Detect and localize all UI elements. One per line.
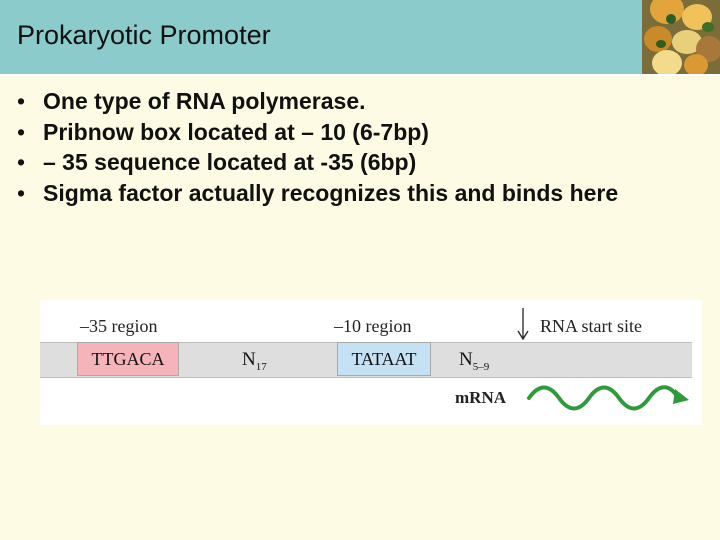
title-bar [0, 0, 720, 74]
bullet-item: • Sigma factor actually recognizes this a… [17, 178, 697, 209]
promoter-diagram: –35 region –10 region RNA start site TTG… [40, 300, 702, 425]
bullet-dot: • [17, 179, 26, 206]
bullet-dot: • [17, 88, 26, 114]
n17-base: N [242, 349, 256, 370]
bullet-item: • – 35 sequence located at -35 (6bp) [17, 147, 697, 178]
title-divider [0, 74, 720, 76]
n59-base: N [459, 349, 473, 370]
bullet-dot: • [17, 118, 26, 145]
slide-title: Prokaryotic Promoter [17, 20, 271, 50]
n59-subscript: 5–9 [472, 360, 490, 373]
bullet-dot: • [17, 149, 26, 175]
n5-9-spacer-label: N5–9 [459, 349, 489, 373]
wavy-arrow-icon [527, 385, 689, 411]
bullet-text: – 35 sequence located at -35 (6bp) [43, 149, 417, 175]
region-10-label: –10 region [334, 316, 412, 336]
corner-decorative-image [642, 0, 720, 74]
bullet-text: Sigma factor actually recognizes this an… [43, 179, 619, 206]
region-35-label: –35 region [80, 316, 158, 336]
rna-start-site-label: RNA start site [540, 316, 642, 336]
bullet-text: Pribnow box located at – 10 (6-7bp) [43, 118, 429, 145]
bullet-text: One type of RNA polymerase. [43, 88, 366, 114]
down-arrow-icon [517, 308, 529, 341]
minus-10-box: TATAAT [337, 342, 431, 376]
bullet-item: • One type of RNA polymerase. [17, 86, 697, 117]
bullet-item: • Pribnow box located at – 10 (6-7bp) [17, 117, 697, 148]
mrna-label: mRNA [455, 388, 506, 407]
bullet-list: • One type of RNA polymerase. • Pribnow bo… [17, 86, 697, 208]
minus-35-box: TTGACA [77, 342, 179, 376]
n17-subscript: 17 [255, 360, 267, 373]
n17-spacer-label: N17 [242, 349, 267, 373]
